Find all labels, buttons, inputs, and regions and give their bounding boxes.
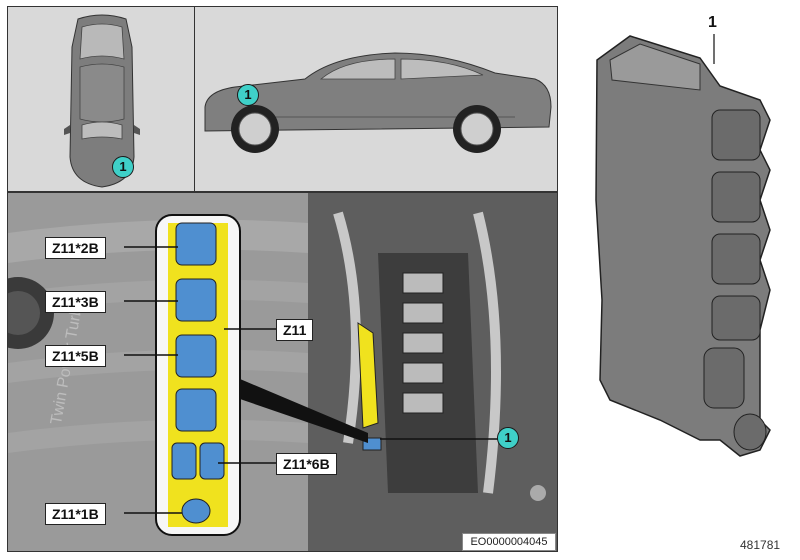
car-side-view-panel <box>194 6 558 192</box>
doc-code: EO0000004045 <box>462 533 556 551</box>
image-id: 481781 <box>740 538 781 552</box>
car-top-view-illustration <box>64 14 140 188</box>
location-marker-top: 1 <box>112 156 134 178</box>
callout-z11-3b: Z11*3B <box>45 291 106 313</box>
location-marker-engine: 1 <box>497 427 519 449</box>
car-side-view-illustration <box>204 52 552 153</box>
location-marker-side: 1 <box>237 84 259 106</box>
callout-z11-1b: Z11*1B <box>45 503 106 525</box>
callout-z11-6b: Z11*6B <box>276 453 337 475</box>
callout-z11-5b: Z11*5B <box>45 345 106 367</box>
car-top-view-panel <box>7 6 195 192</box>
part-number-label: 1 <box>708 14 717 31</box>
callout-z11-2b: Z11*2B <box>45 237 106 259</box>
callout-z11: Z11 <box>276 319 314 341</box>
